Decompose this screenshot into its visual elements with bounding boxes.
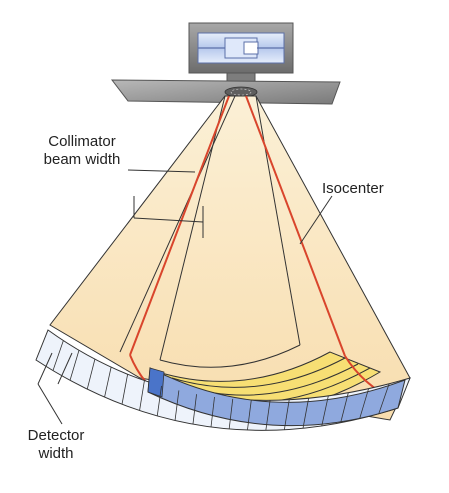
detector-cell-divider	[359, 388, 369, 419]
detector-cell-divider	[139, 380, 145, 411]
detector-cell-divider	[156, 385, 162, 416]
detector-cell-divider	[86, 359, 96, 390]
detector-cell-divider	[210, 396, 215, 428]
detector-cell-divider	[228, 398, 234, 430]
detector-cell-divider	[104, 367, 112, 398]
xray-tube-housing	[188, 22, 294, 92]
detector-width-label: Detector width	[20, 427, 92, 463]
collimator-plate	[110, 79, 341, 105]
detector-label-line2: width	[38, 445, 74, 462]
detector-cell-divider	[174, 390, 180, 421]
xray-beam-fan	[49, 95, 411, 421]
detector-cell-divider	[283, 399, 290, 430]
detector-cell-divider	[247, 400, 252, 431]
collimator-label-line2: beam width	[43, 151, 121, 168]
detector-cell-divider	[52, 340, 64, 371]
isocenter-label: Isocenter	[322, 180, 384, 197]
detector-array	[35, 329, 411, 431]
detector-cell-divider	[265, 400, 271, 431]
detector-cell-divider	[121, 374, 129, 405]
collimator-beam-width-label: Collimator beam width	[27, 133, 137, 169]
collimator-label-line1: Collimator	[48, 133, 116, 150]
detector-cell-divider	[302, 398, 310, 429]
detector-cells	[52, 340, 390, 431]
detector-label-line1: Detector	[27, 427, 85, 444]
detector-cell-divider	[321, 395, 329, 427]
detector-cell-divider	[340, 392, 349, 423]
leader-lines	[37, 169, 333, 425]
detector-cell-divider	[378, 383, 390, 414]
detector-cell-divider	[192, 394, 197, 425]
detector-cell-divider	[69, 350, 80, 381]
